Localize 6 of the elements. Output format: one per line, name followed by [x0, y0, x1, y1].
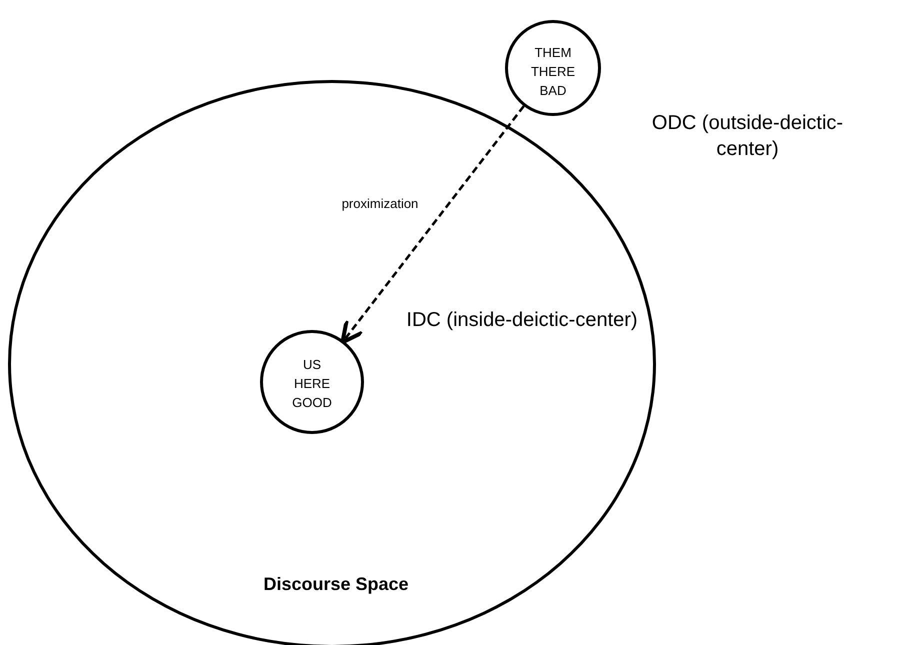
region-label: IDC (inside-deictic-center) [405, 308, 639, 333]
dashed-arrow [340, 105, 525, 344]
circle-label: US HERE GOOD [291, 356, 333, 412]
diagram-caption: Discourse Space [262, 575, 410, 594]
region-label: ODC (outside-deictic-center) [650, 111, 844, 162]
circle-label: THEM THERE BAD [530, 44, 576, 100]
